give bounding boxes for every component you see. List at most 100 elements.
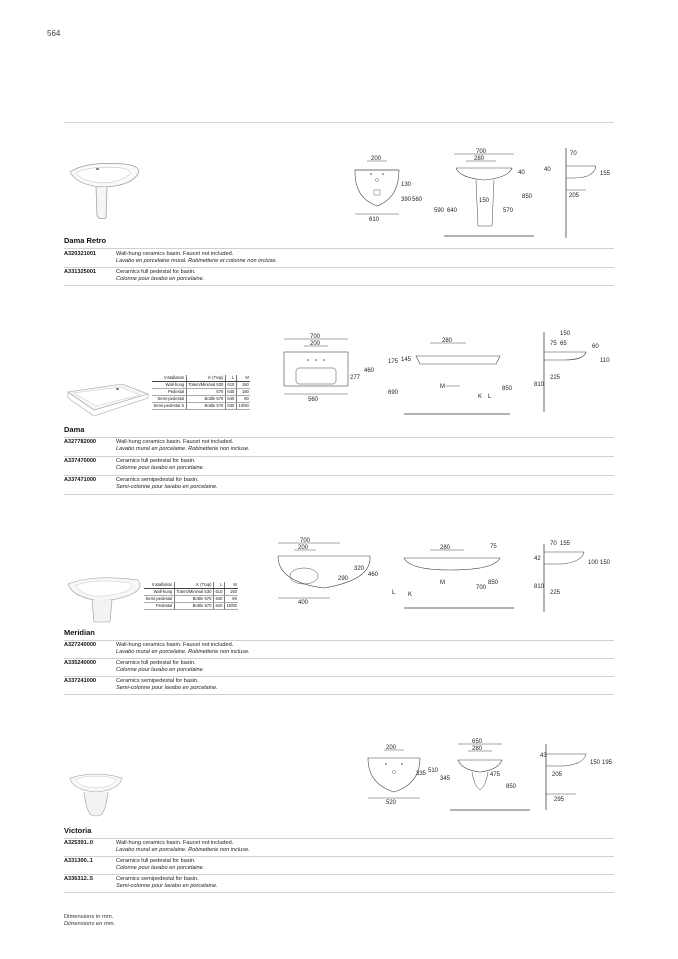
dim-label: K (408, 592, 412, 598)
section-title: Dama (64, 425, 85, 434)
dim-label: 150 (600, 560, 611, 566)
dim-label: 700 (300, 538, 311, 544)
section-title: Victoria (64, 826, 92, 835)
dim-label: 640 (447, 208, 458, 214)
description-en: Ceramics semipedestal for basin. (116, 678, 199, 684)
drawing-profile-view: 150 75 65 60 110 225 810 (534, 328, 614, 418)
dim-label: 810 (534, 382, 545, 388)
product-description: Ceramics semipedestal for basin.Semi-col… (116, 477, 218, 491)
description-en: Wall-hung ceramics basin. Faucet not inc… (116, 642, 234, 648)
description-fr: Semi-colonne pour lavabo en porcelaine. (116, 883, 218, 889)
table-cell: Bottle 570 (186, 402, 226, 410)
product-description: Ceramics full pedestal for basin.Colonne… (116, 660, 204, 674)
description-en: Ceramics full pedestal for basin. (116, 269, 196, 275)
description-fr: Lavabo en porcelaine mural. Robinetterie… (116, 258, 278, 264)
section-victoria: 200 335 510 520 650 280 345 475 850 43 (64, 738, 614, 898)
dim-label: 280 (472, 746, 483, 752)
product-code: A327240000 (64, 642, 97, 648)
table-cell: 80 (236, 395, 251, 403)
dim-label: 700 (310, 334, 321, 340)
dim-label: 200 (386, 745, 397, 751)
table-cell: Bottle 570 (186, 395, 226, 403)
dim-label: 290 (338, 576, 349, 582)
dim-label: 400 (298, 600, 309, 606)
description-fr: Colonne pour lavabo en porcelaine. (116, 667, 205, 673)
dim-label: 520 (386, 800, 397, 806)
dim-label: 195 (602, 760, 613, 766)
dim-label: 75 (490, 544, 497, 550)
dim-label: 150 (479, 198, 490, 204)
divider (64, 248, 614, 249)
footnote-fr: Dimensions en mm. (64, 921, 116, 927)
dim-label: 65 (560, 341, 567, 347)
dim-label: 460 (364, 368, 375, 374)
divider (64, 437, 614, 438)
dim-label: 700 (476, 585, 487, 591)
dim-label: 810 (534, 584, 545, 590)
dim-label: 570 (503, 208, 514, 214)
drawing-profile-view: 43 150 195 205 295 (540, 744, 616, 814)
dim-label: 40 (518, 170, 525, 176)
description-fr: Colonne pour lavabo en porcelaine. (116, 865, 205, 871)
dim-label: 150 (590, 760, 601, 766)
dim-label: 225 (550, 375, 561, 381)
drawing-side-view: 280 175 145 690 M K L 850 (386, 332, 516, 422)
description-fr: Lavabo mural en porcelaine. Robinetterie… (116, 649, 250, 655)
product-description: Wall-hung ceramics basin. Faucet not inc… (116, 840, 250, 854)
product-code: A325391..0 (64, 840, 93, 846)
dim-label: 200 (371, 156, 382, 162)
product-description: Ceramics semipedestal for basin.Semi-col… (116, 876, 218, 890)
section-title: Meridian (64, 628, 95, 637)
dim-label: 43 (540, 753, 547, 759)
table-cell: 640 (213, 602, 225, 610)
description-fr: Semi-colonne pour lavabo en porcelaine. (116, 484, 218, 490)
divider (64, 267, 614, 268)
dim-label: 60 (592, 344, 599, 350)
drawing-profile-view: 70 40 155 205 (544, 148, 614, 243)
dim-label: 75 (550, 341, 557, 347)
dim-label: 200 (310, 341, 321, 347)
dim-label: 205 (569, 193, 580, 199)
dim-label: 700 (476, 149, 487, 155)
dim-label: 70 (570, 151, 577, 157)
divider (64, 494, 614, 495)
table-header: K (Trap) (186, 375, 226, 382)
table-cell: Bottle 570 (174, 595, 214, 603)
table-cell: Pedestal (144, 602, 175, 610)
drawing-side-view: 700 280 40 590 640 150 570 850 (434, 148, 544, 243)
dim-label: K (478, 394, 482, 400)
divider (64, 892, 614, 893)
description-en: Wall-hung ceramics basin. Faucet not inc… (116, 439, 234, 445)
dim-label: 225 (550, 590, 561, 596)
product-image-dama (64, 378, 150, 418)
section-title: Dama Retro (64, 236, 107, 245)
product-image-meridian (64, 572, 144, 628)
table-cell: 610 (225, 381, 237, 389)
dim-label: 110 (600, 358, 610, 364)
divider (64, 874, 614, 875)
table-cell: Pedestal (152, 388, 187, 396)
table-cell: 610 (213, 588, 225, 596)
description-fr: Colonne pour lavabo en porcelaine. (116, 276, 205, 282)
table-cell: Wall-hung (144, 588, 175, 596)
table-header: K (Trap) (174, 582, 214, 589)
dim-label: M (440, 384, 445, 390)
divider (64, 475, 614, 476)
table-header: Installation (152, 375, 187, 382)
description-en: Ceramics full pedestal for basin. (116, 858, 196, 864)
table-header: L (213, 582, 225, 589)
divider (64, 285, 614, 286)
table-cell: 10/80 (224, 602, 239, 610)
divider (64, 838, 614, 839)
product-description: Ceramics full pedestal for basin.Colonne… (116, 858, 204, 872)
product-code: A331300..1 (64, 858, 93, 864)
table-cell: 640 (225, 388, 237, 396)
table-cell: Bottle 570 (174, 602, 214, 610)
divider (64, 456, 614, 457)
divider (64, 658, 614, 659)
